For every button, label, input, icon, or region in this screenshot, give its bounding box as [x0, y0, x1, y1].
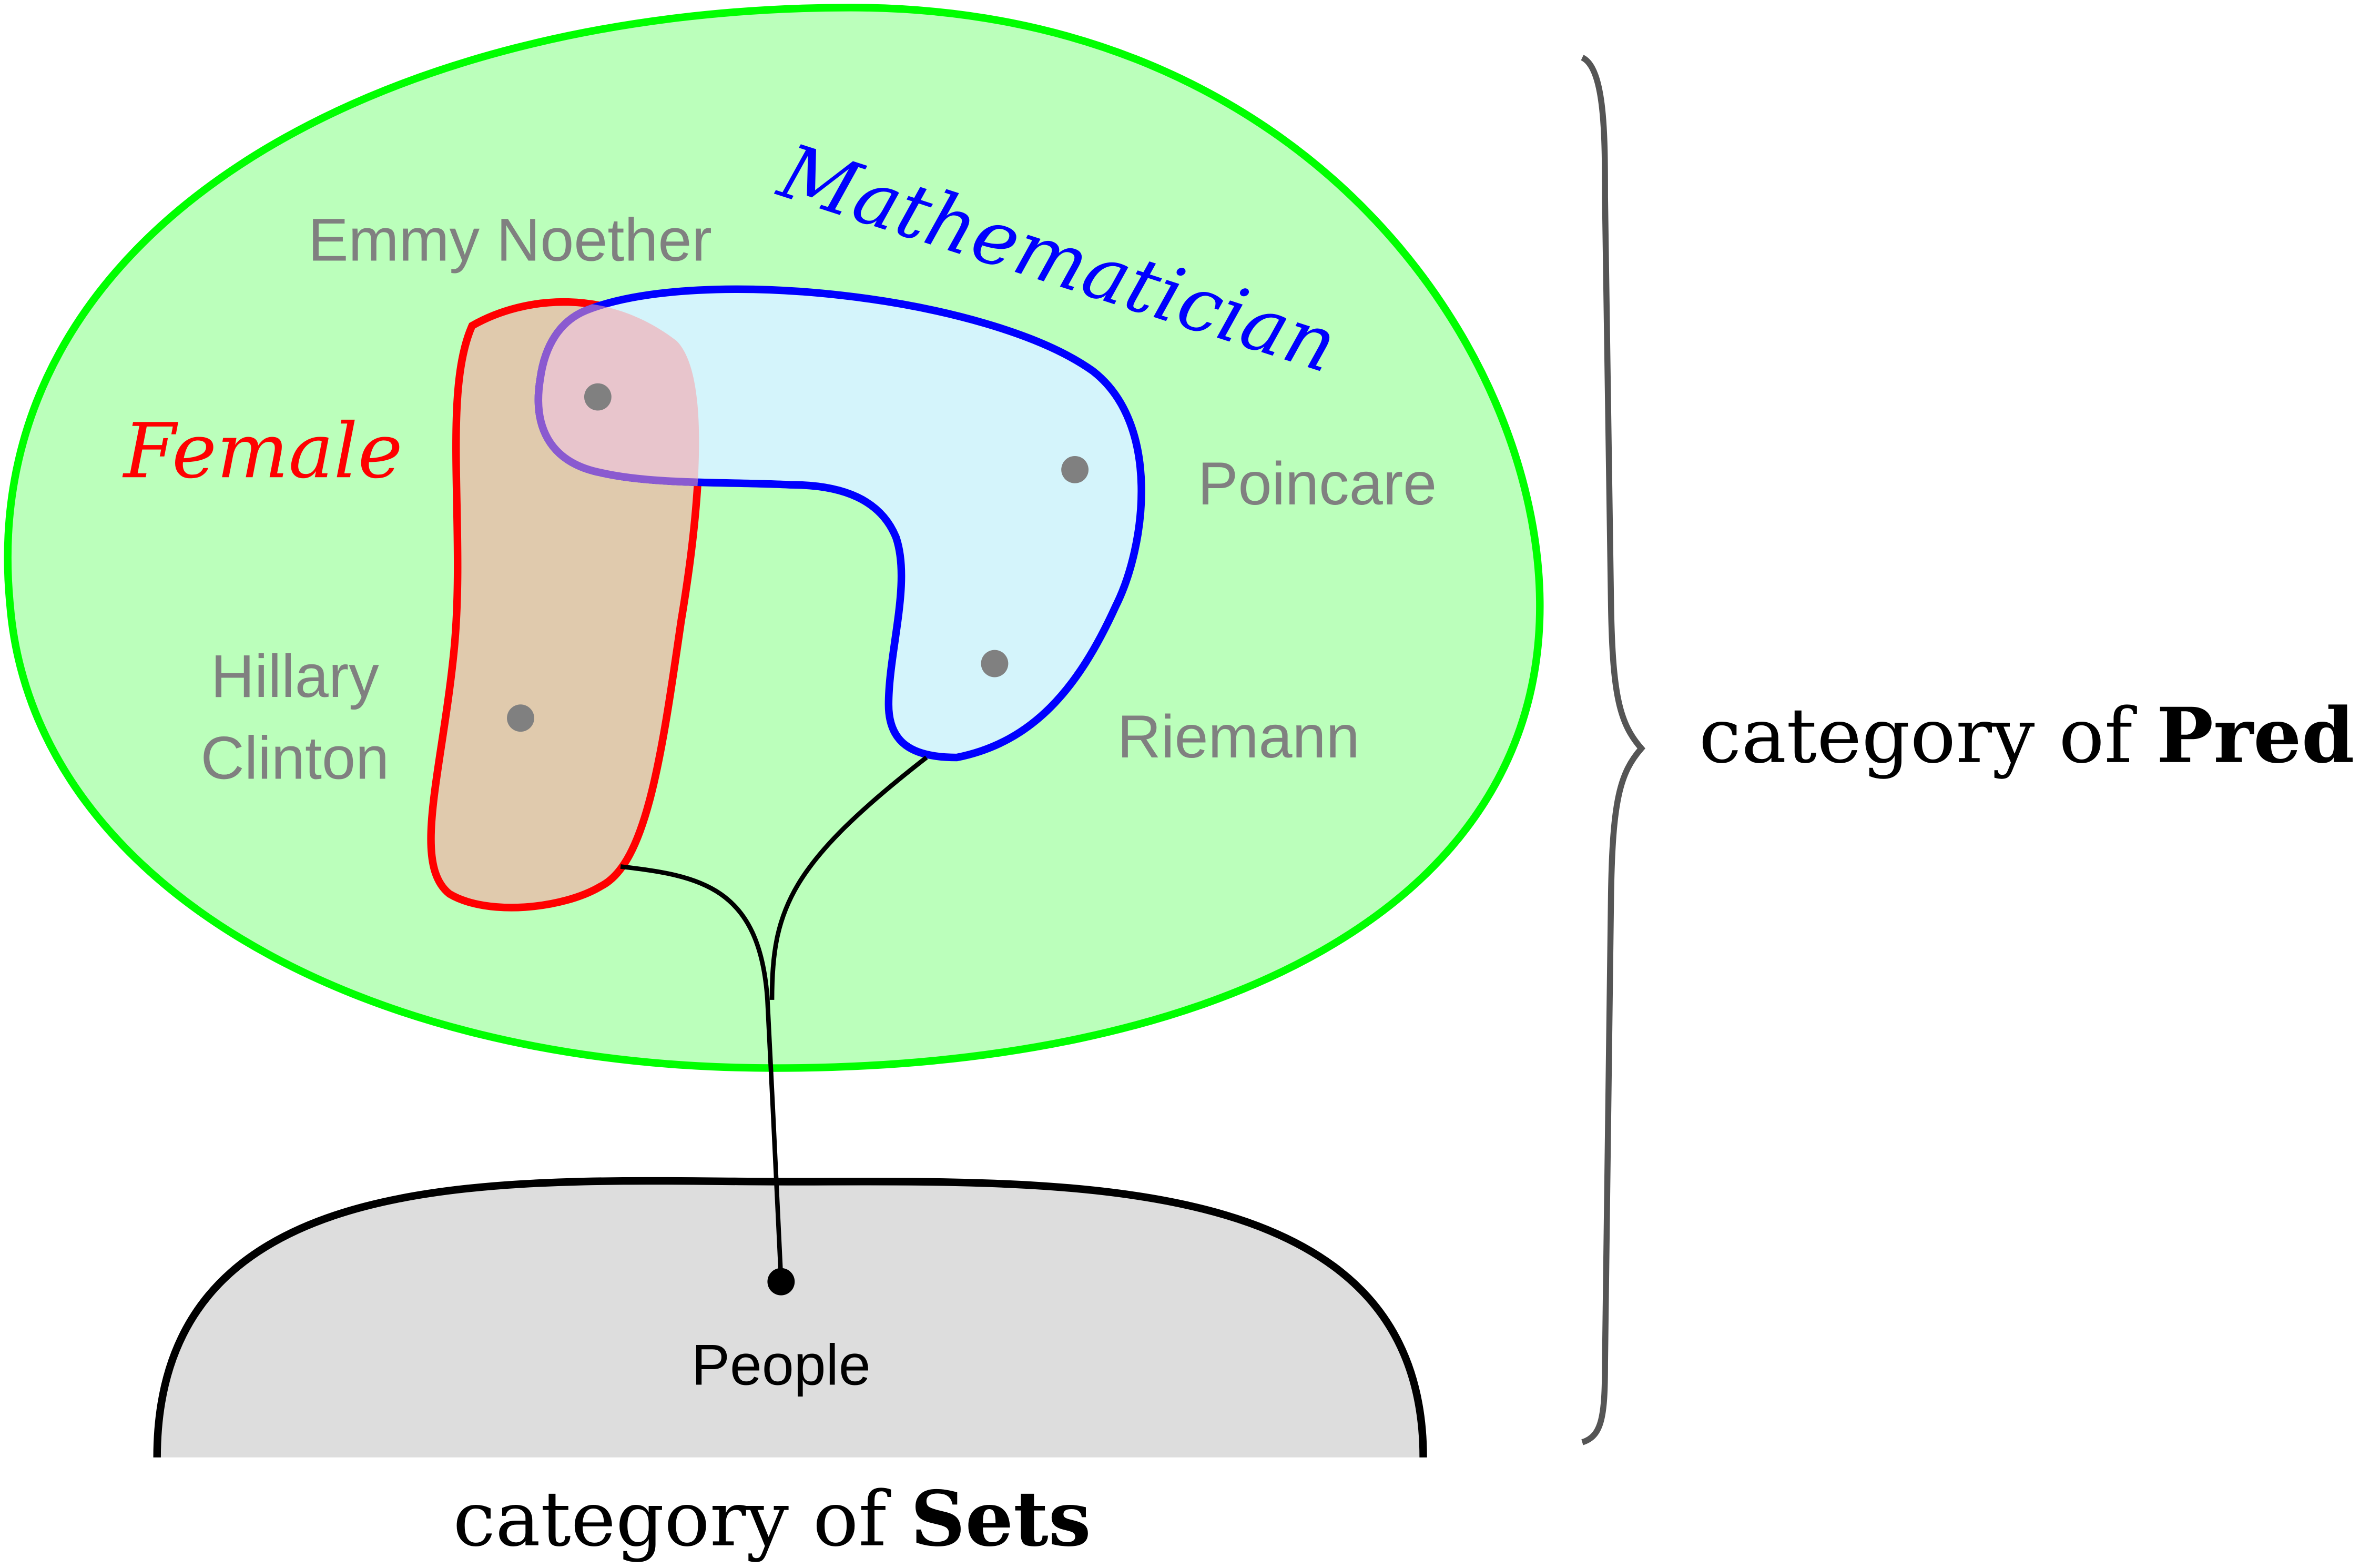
emmy-noether-point — [584, 383, 612, 411]
riemann-label: Riemann — [1117, 703, 1360, 771]
hillary-label-line1: Hillary — [211, 643, 379, 710]
hillary-clinton-point — [507, 704, 534, 732]
mathematician-projection-line — [769, 755, 928, 1000]
people-label: People — [691, 1333, 871, 1397]
sets-category-region — [157, 1180, 1423, 1458]
female-label: Female — [122, 407, 403, 495]
female-mathematician-overlap — [534, 302, 699, 762]
riemann-point — [981, 650, 1009, 677]
people-point — [767, 1268, 795, 1296]
sets-category-outline — [153, 1177, 1427, 1458]
hillary-label-line2: Clinton — [201, 724, 390, 792]
sets-caption-bold: Sets — [911, 1474, 1091, 1563]
female-projection-line — [620, 864, 784, 1280]
pred-caption-bold: Pred — [2157, 691, 2354, 780]
pred-caption-prefix: category of — [1699, 692, 2157, 780]
poincare-point — [1061, 456, 1089, 483]
pred-category-caption: category of Pred — [1699, 691, 2355, 780]
emmy-noether-label: Emmy Noether — [308, 206, 712, 274]
sets-caption-prefix: category of — [453, 1475, 910, 1563]
sets-category-caption: category of Sets — [453, 1474, 1091, 1563]
pred-brace — [1580, 55, 1645, 1445]
pred-category-region — [4, 4, 1544, 1072]
poincare-label: Poincare — [1198, 450, 1437, 518]
